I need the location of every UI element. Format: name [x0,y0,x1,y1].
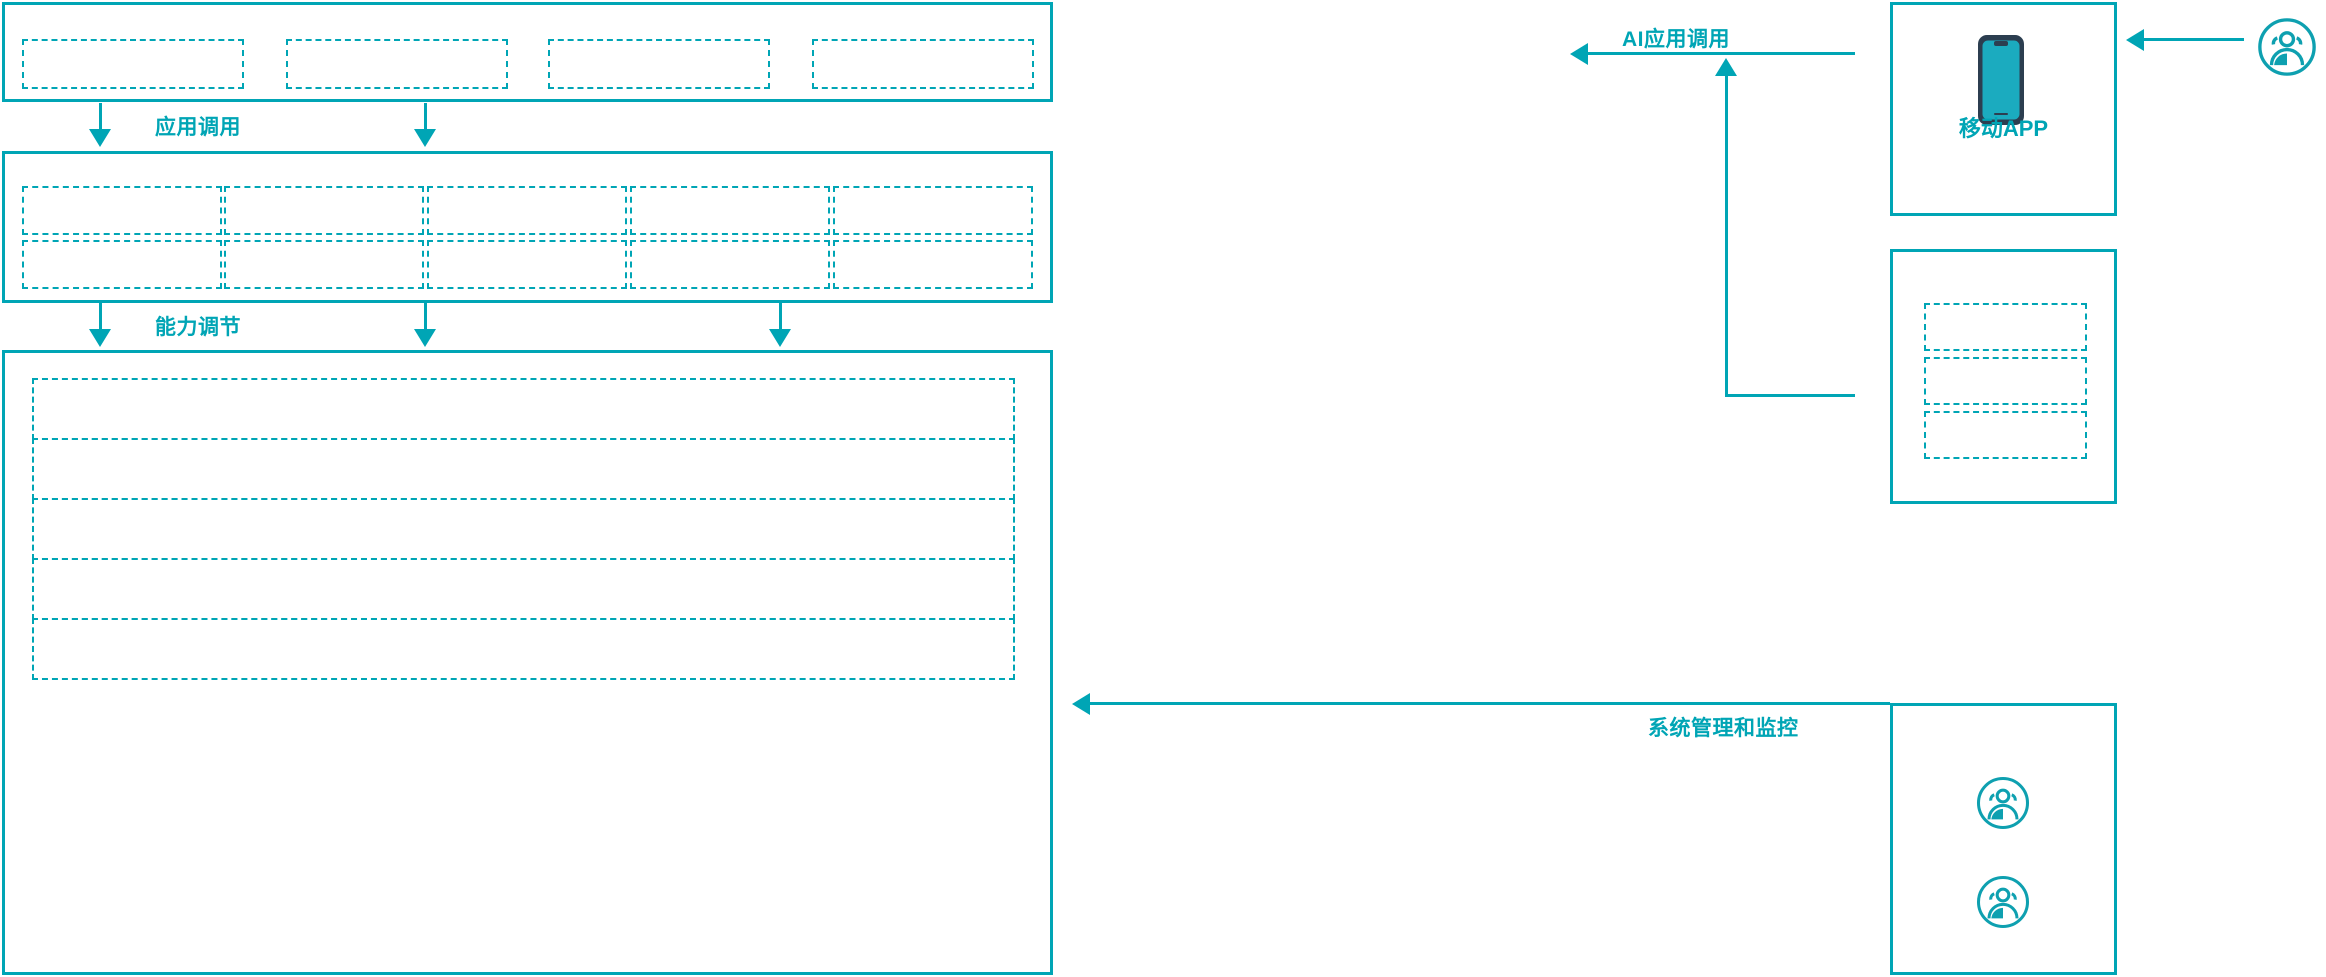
plat-row-4[interactable] [32,558,1015,620]
cap-box-r1c1[interactable] [22,186,222,235]
app-box-3[interactable] [548,39,770,89]
app-call-arrow-1-line [99,103,102,143]
channel-item-3[interactable] [1924,411,2087,459]
end-user-actor-icon [2256,16,2318,78]
ai-call-horizontal-line [1588,52,1855,55]
application-layer-panel[interactable] [2,2,1053,102]
cap-box-r2c2[interactable] [224,240,424,289]
ai-call-elbow-line [1725,394,1855,397]
actor-to-app-arrow-head [2126,29,2144,51]
plat-row-5[interactable] [32,618,1015,680]
ops-user-icon-1[interactable] [1975,775,2031,831]
ai-call-arrow-head [1570,43,1588,65]
app-call-arrow-1-head [89,129,111,147]
cap-box-r1c3[interactable] [427,186,627,235]
plat-row-2[interactable] [32,438,1015,500]
cap-adjust-arrow-2-line [424,303,427,343]
ai-application-call-label: AI应用调用 [1622,28,1730,51]
cap-box-r1c4[interactable] [630,186,830,235]
cap-adjust-arrow-1-line [99,303,102,343]
app-call-arrow-2-line [424,103,427,143]
cap-box-r2c4[interactable] [630,240,830,289]
app-box-1[interactable] [22,39,244,89]
channel-card[interactable] [1890,249,2117,504]
operations-card[interactable] [1890,703,2117,975]
cap-box-r2c1[interactable] [22,240,222,289]
capability-adjust-label: 能力调节 [155,316,241,339]
cap-box-r1c2[interactable] [224,186,424,235]
app-box-4[interactable] [812,39,1034,89]
actor-to-app-line [2144,38,2244,41]
ai-call-vertical-arrow-head [1715,58,1737,76]
channel-item-2[interactable] [1924,357,2087,405]
plat-row-3[interactable] [32,498,1015,560]
mobile-app-card-label: 移动APP [1958,116,2049,141]
cap-adjust-arrow-3-line [779,303,782,343]
cap-box-r2c5[interactable] [833,240,1033,289]
cap-box-r2c3[interactable] [427,240,627,289]
app-box-2[interactable] [286,39,508,89]
sys-mgmt-line [1090,702,1890,705]
ai-call-vertical-line [1725,75,1728,397]
capability-layer-panel[interactable] [2,151,1053,303]
cap-box-r1c5[interactable] [833,186,1033,235]
plat-row-1[interactable] [32,378,1015,440]
mobile-phone-icon [1972,32,2034,128]
cap-adjust-arrow-2-head [414,329,436,347]
system-management-monitoring-label: 系统管理和监控 [1648,717,1799,740]
cap-adjust-arrow-3-head [769,329,791,347]
app-call-arrow-2-head [414,129,436,147]
channel-item-1[interactable] [1924,303,2087,351]
ops-user-icon-2[interactable] [1975,874,2031,930]
application-call-label: 应用调用 [155,116,241,139]
sys-mgmt-arrow-head [1072,693,1090,715]
platform-layer-panel[interactable] [2,350,1053,975]
cap-adjust-arrow-1-head [89,329,111,347]
